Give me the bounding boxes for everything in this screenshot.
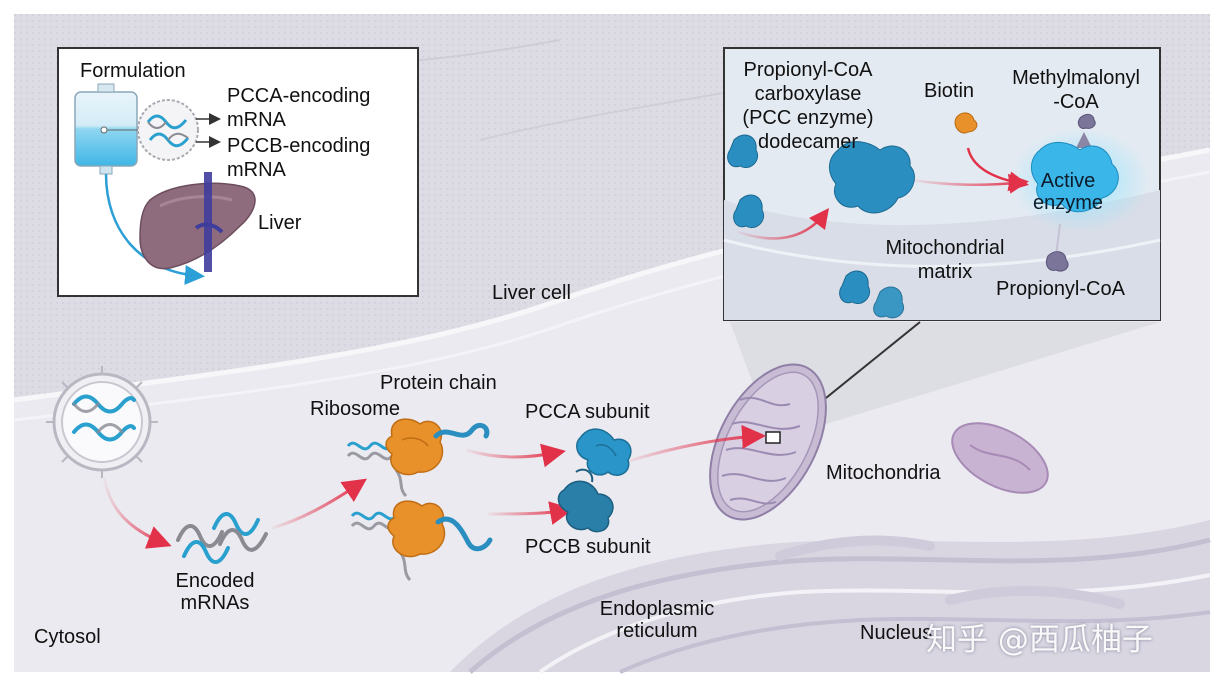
formulation-label: Formulation bbox=[80, 60, 186, 82]
nucleus-label: Nucleus bbox=[860, 622, 933, 644]
enzyme-complex-icon bbox=[1031, 142, 1119, 213]
ribosome-icon bbox=[346, 418, 490, 498]
pccb-mrna-label: PCCB-encoding mRNA bbox=[227, 135, 371, 181]
lipid-nanoparticle-icon bbox=[46, 366, 158, 478]
pcca-mrna-label: PCCA-encoding mRNA bbox=[227, 85, 371, 131]
methylmalonyl-coa-label: Methylmalonyl -CoA bbox=[1012, 67, 1140, 113]
protein-subunit-icon bbox=[575, 428, 632, 476]
watermark: 知乎 @西瓜柚子 bbox=[926, 622, 1153, 658]
lipid-nanoparticle-icon bbox=[137, 99, 199, 161]
encoded-mrnas-label: Encoded mRNAs bbox=[175, 570, 255, 614]
ribosome-label: Ribosome bbox=[310, 398, 401, 420]
mitochondria-label: Mitochondria bbox=[826, 462, 941, 484]
mrna-strand-icon bbox=[176, 512, 268, 564]
biotin-label: Biotin bbox=[924, 80, 975, 102]
mitochondrial-matrix-label: Mitochondrial matrix bbox=[885, 237, 1005, 283]
protein-chain-label: Protein chain bbox=[380, 372, 497, 394]
liver-cell-label: Liver cell bbox=[492, 282, 571, 304]
propionyl-coa-label: Propionyl-CoA bbox=[996, 278, 1125, 300]
ribosome-icon bbox=[350, 500, 493, 582]
endoplasmic-reticulum-label: Endoplasmic reticulum bbox=[599, 598, 715, 642]
iv-bag-icon bbox=[74, 83, 205, 285]
pccb-subunit-label: PCCB subunit bbox=[525, 536, 651, 558]
biotin-icon bbox=[954, 112, 978, 134]
mitochondrion-small-icon bbox=[951, 422, 1049, 494]
cytosol-label: Cytosol bbox=[34, 626, 101, 648]
pcca-subunit-label: PCCA subunit bbox=[525, 401, 650, 423]
pcc-dodecamer-label: Propionyl-CoA carboxylase (PCC enzyme) d… bbox=[742, 59, 874, 153]
mitochondrion-icon bbox=[709, 363, 827, 521]
active-enzyme-label: Active enzyme bbox=[1032, 170, 1104, 214]
protein-subunit-icon bbox=[557, 468, 614, 533]
liver-label: Liver bbox=[258, 212, 302, 234]
liver-icon bbox=[139, 172, 256, 272]
enzyme-complex-icon bbox=[727, 134, 915, 319]
